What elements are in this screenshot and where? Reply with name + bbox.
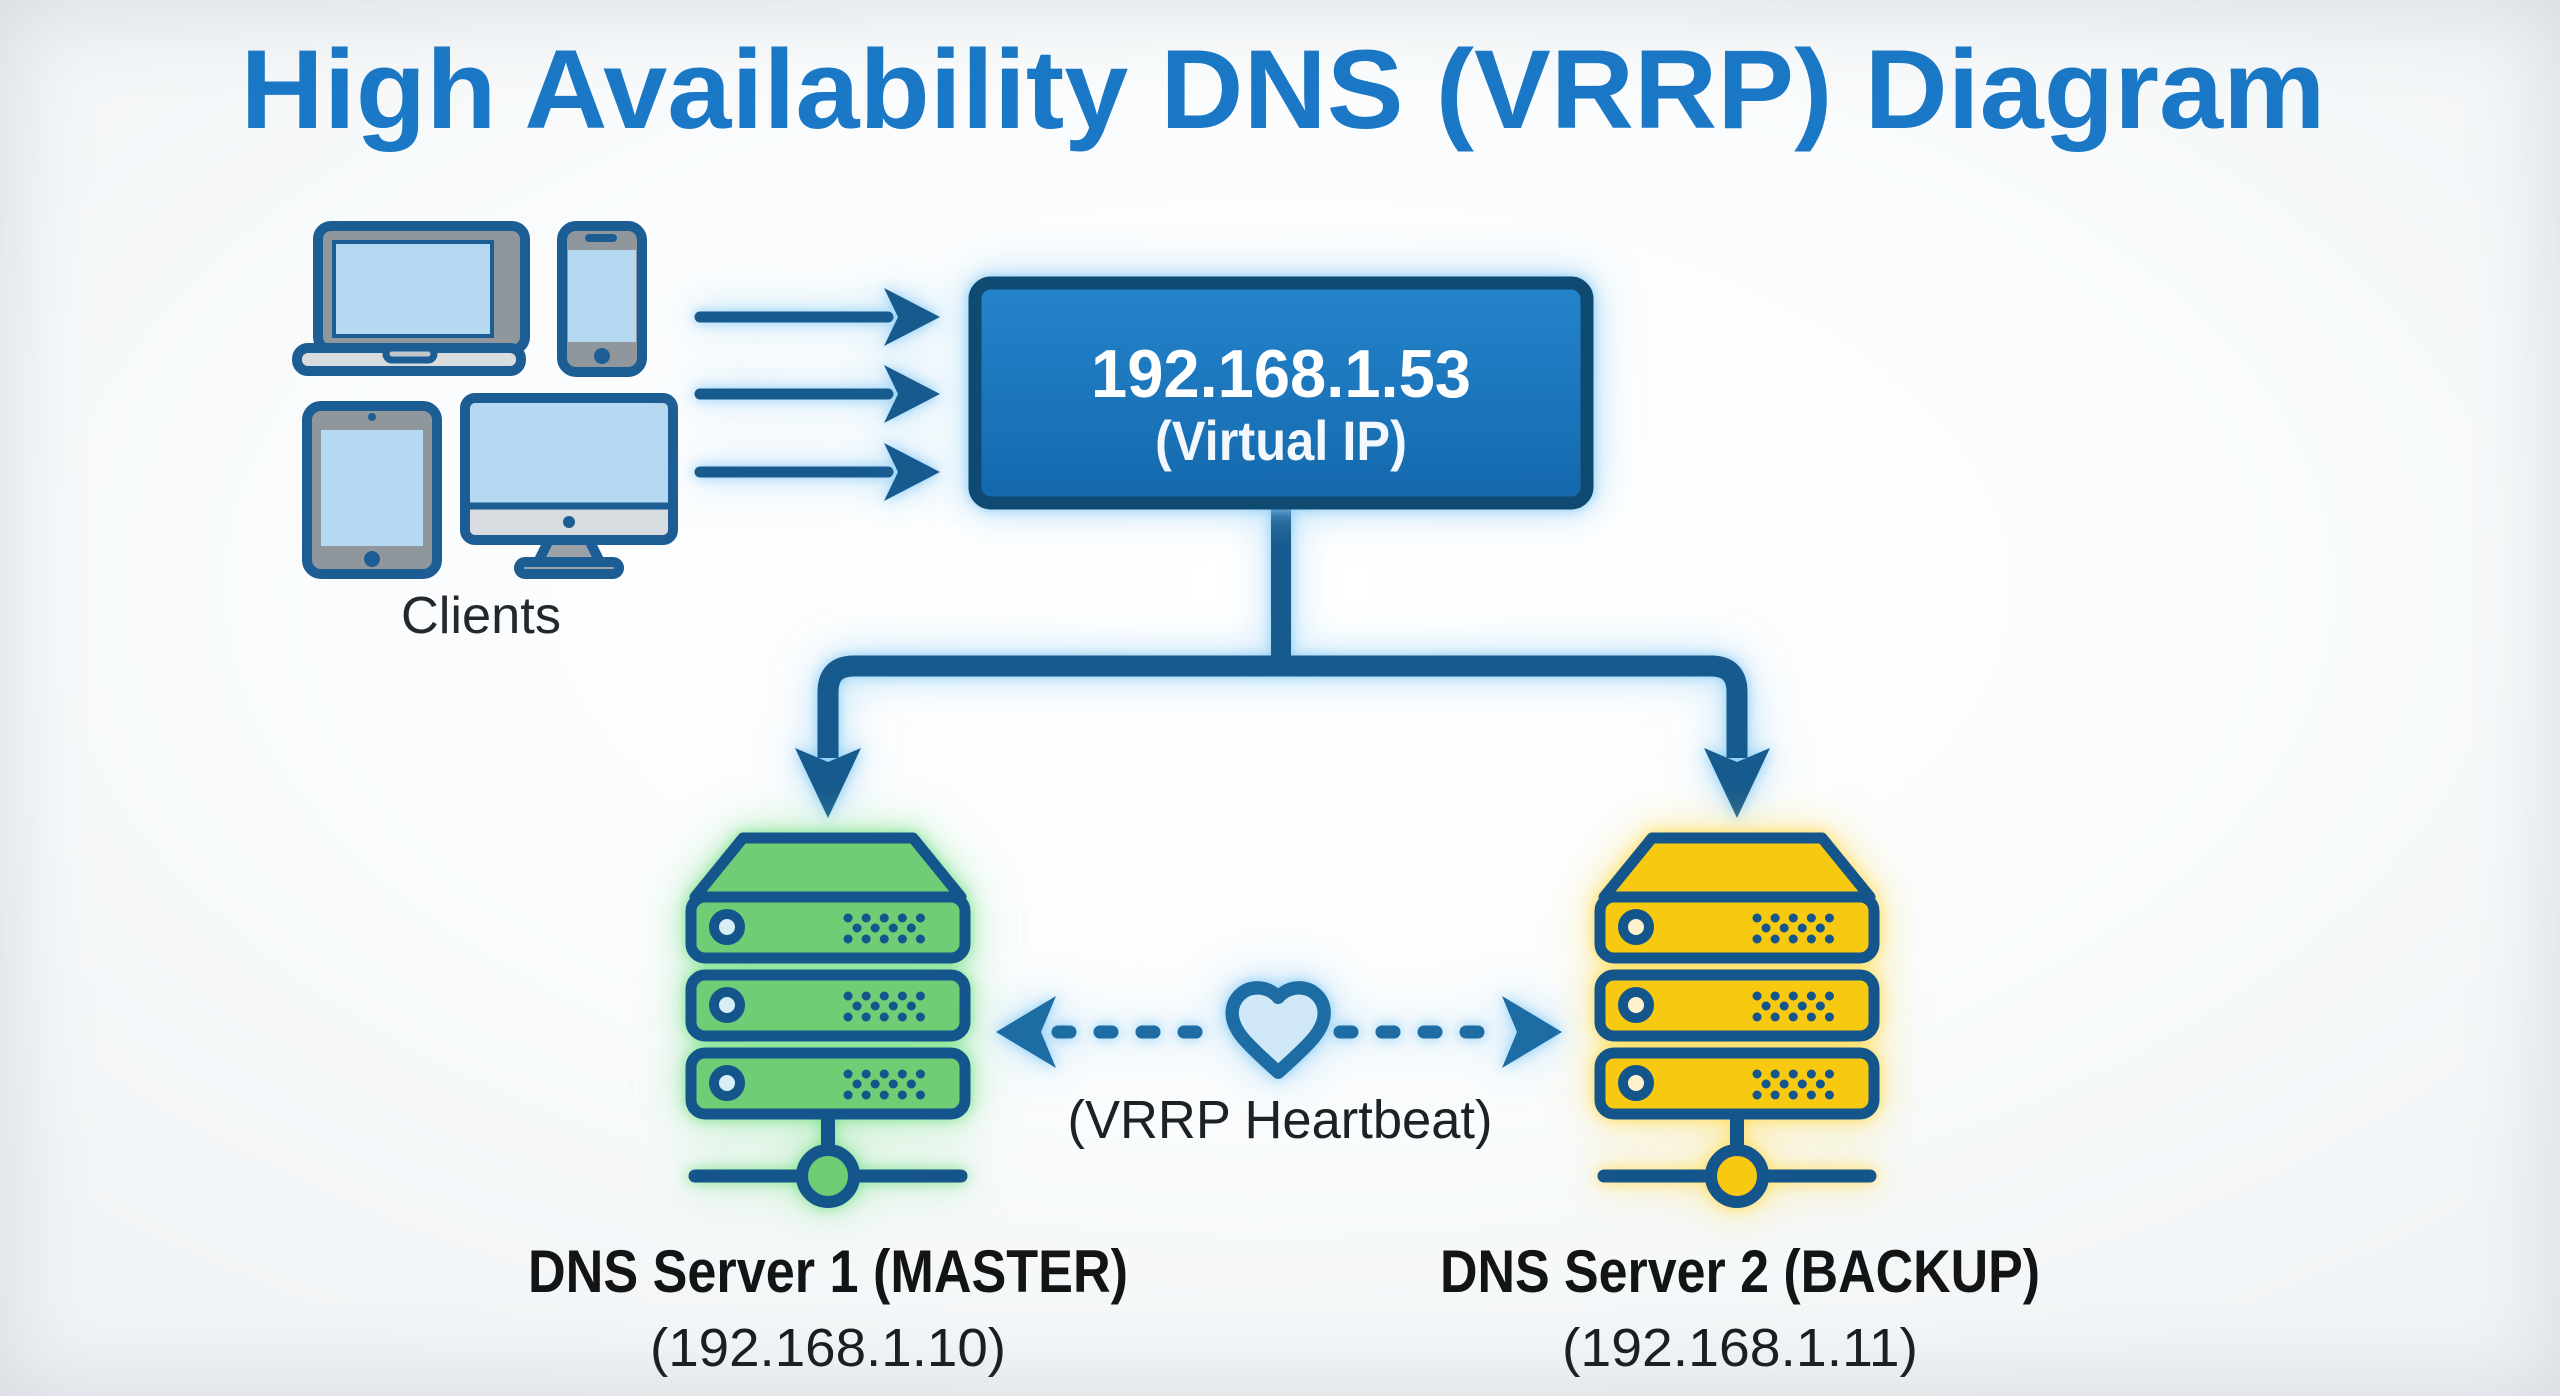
tablet-screen (321, 430, 423, 546)
server-2-caption: DNS Server 2 (BACKUP) (192.168.1.11) (1440, 1238, 2040, 1378)
arrow-right-icon (694, 288, 940, 346)
laptop-icon (292, 221, 530, 376)
server-2-ip: (192.168.1.11) (1562, 1318, 1918, 1378)
clients-group: Clients (292, 221, 678, 645)
page-title: High Availability DNS (VRRP) Diagram (241, 27, 2326, 152)
tablet-home-button (364, 551, 380, 567)
smartphone-home-button (594, 348, 610, 364)
arrow-left-icon (996, 996, 1056, 1068)
client-request-arrows (694, 288, 940, 501)
tablet-camera (368, 413, 376, 421)
server-1-name: DNS Server 1 (MASTER) (528, 1238, 1128, 1305)
server-2-name: DNS Server 2 (BACKUP) (1440, 1238, 2040, 1305)
laptop-screen (332, 240, 494, 338)
virtual-ip-box: 192.168.1.53 (Virtual IP) (968, 276, 1594, 510)
arrow-right-icon (1502, 996, 1562, 1068)
arrow-right-icon (694, 443, 940, 501)
heart-icon (1225, 981, 1331, 1079)
arrow-right-icon (694, 365, 940, 423)
arrow-down-icon (795, 748, 861, 818)
virtual-ip-caption: (Virtual IP) (1155, 409, 1407, 472)
tablet-icon (302, 401, 442, 579)
smartphone-screen (568, 250, 636, 342)
monitor-power-led (563, 516, 575, 528)
virtual-ip-address: 192.168.1.53 (1091, 336, 1471, 412)
smartphone-speaker (585, 234, 617, 242)
server-rack-unit (1594, 891, 1880, 964)
network-node (796, 1144, 860, 1208)
network-node (1705, 1144, 1769, 1208)
arrow-down-icon (1704, 748, 1770, 818)
monitor-base (514, 557, 624, 579)
server-rack-unit (685, 1047, 971, 1120)
server-1-caption: DNS Server 1 (MASTER) (192.168.1.10) (528, 1238, 1128, 1378)
heartbeat-link (996, 981, 1562, 1079)
dns-server-1-icon (685, 832, 971, 1208)
desktop-monitor-icon (460, 393, 678, 579)
dns-server-2-icon (1594, 832, 1880, 1208)
server-rack-unit (685, 969, 971, 1042)
server-1-ip: (192.168.1.10) (650, 1318, 1006, 1378)
smartphone-icon (557, 221, 647, 377)
clients-label: Clients (401, 587, 561, 645)
server-rack-unit (1594, 1047, 1880, 1120)
server-rack-unit (685, 891, 971, 964)
branch-connector (795, 500, 1770, 818)
server-rack-unit (1594, 969, 1880, 1042)
heartbeat-label: (VRRP Heartbeat) (1068, 1090, 1493, 1150)
branch-bar (817, 655, 1748, 758)
